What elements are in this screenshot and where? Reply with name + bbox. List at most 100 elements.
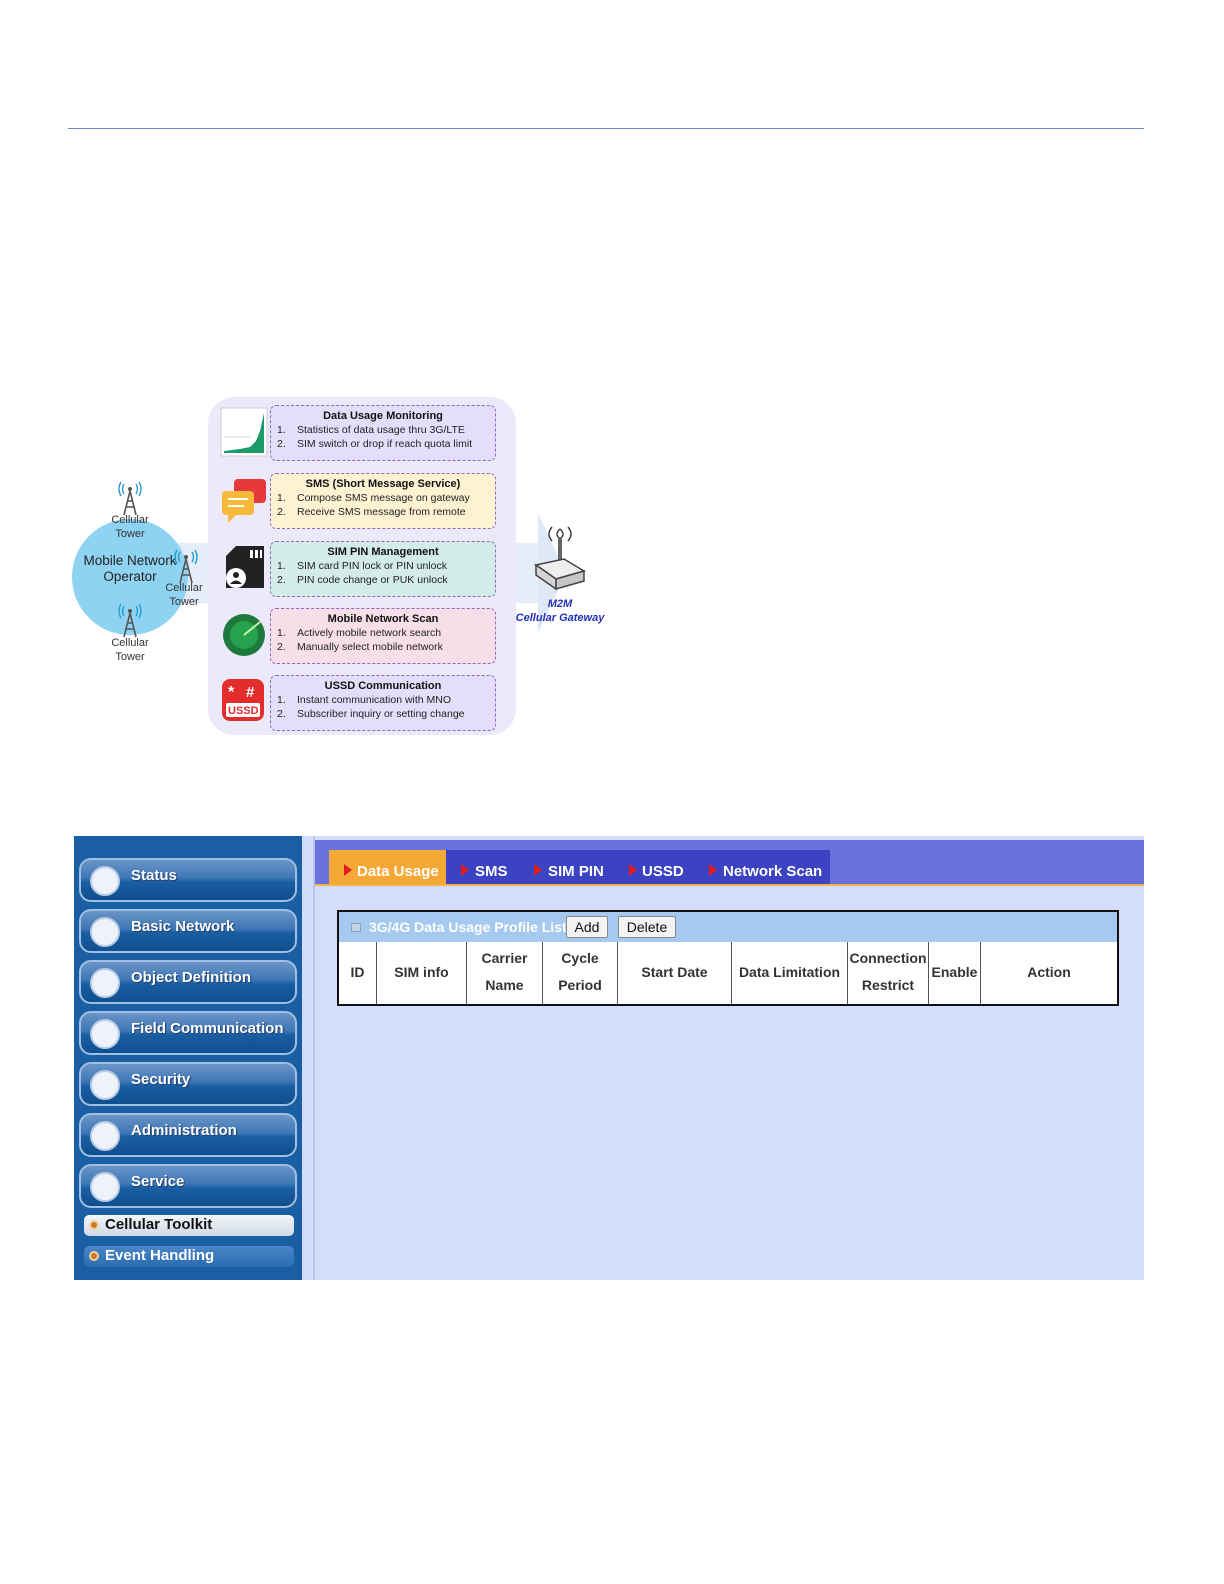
data-usage-profile-table: 3G/4G Data Usage Profile List Add Delete… <box>337 910 1119 1006</box>
sidebar-item-status[interactable]: Status <box>79 858 297 902</box>
sidebar-item-label: Security <box>131 1071 191 1088</box>
column-header-action: Action <box>981 942 1117 1004</box>
collapse-toggle-icon[interactable] <box>351 923 361 932</box>
operator-label-line2: Operator <box>103 569 157 584</box>
sidebar-item-service[interactable]: Service <box>79 1164 297 1208</box>
feature-network-scan: Mobile Network Scan 1.Actively mobile ne… <box>270 608 496 664</box>
object-icon <box>90 968 120 998</box>
sidebar-item-security[interactable]: Security <box>79 1062 297 1106</box>
tab-arrow-icon <box>629 864 637 876</box>
tower-label-bottom: Cellular Tower <box>100 636 160 664</box>
sidebar-item-label: Basic Network <box>131 918 235 935</box>
sidebar-subitem-cellular-toolkit[interactable]: Cellular Toolkit <box>84 1215 294 1236</box>
tab-network-scan[interactable]: Network Scan <box>693 850 830 884</box>
tab-arrow-icon <box>344 864 352 876</box>
admin-user-icon <box>90 1121 120 1151</box>
feature-item: 1. Statistics of data usage thru 3G/LTE <box>271 423 495 437</box>
cell-tower-icon <box>118 481 142 516</box>
feature-item: 1.Compose SMS message on gateway <box>271 491 495 505</box>
column-label: Start Date <box>641 964 708 980</box>
add-button[interactable]: Add <box>566 916 608 938</box>
tab-label: USSD <box>642 863 684 880</box>
gateway-label: M2M Cellular Gateway <box>500 597 620 625</box>
column-label: Connection <box>849 950 927 966</box>
cellular-toolkit-diagram: Mobile Network Operator Cellular Tower C… <box>60 385 620 745</box>
sidebar-subitem-event-handling[interactable]: Event Handling <box>84 1246 294 1267</box>
gateway-router-icon <box>534 526 586 591</box>
tab-sim-pin[interactable]: SIM PIN <box>518 850 614 884</box>
tower-label-top: Cellular Tower <box>100 513 160 541</box>
tower-label-bottom-line1: Cellular <box>111 637 149 649</box>
sidebar-item-basic-network[interactable]: Basic Network <box>79 909 297 953</box>
svg-text:#: # <box>246 684 255 701</box>
tower-label-right-line1: Cellular <box>165 582 203 594</box>
bullet-icon <box>89 1251 99 1261</box>
sidebar-subitem-label: Cellular Toolkit <box>105 1216 213 1233</box>
sidebar-item-label: Field Communication <box>131 1020 284 1037</box>
table-header-bar: 3G/4G Data Usage Profile List Add Delete <box>339 912 1117 942</box>
gateway-label-line2: Cellular Gateway <box>515 612 605 624</box>
tab-ussd[interactable]: USSD <box>614 850 693 884</box>
ussd-icon: * # USSD <box>222 679 264 721</box>
sidebar-item-administration[interactable]: Administration <box>79 1113 297 1157</box>
feature-data-usage: Data Usage Monitoring 1. Statistics of da… <box>270 405 496 461</box>
item-text: Receive SMS message from remote <box>297 506 466 518</box>
feature-item: 2. Manually select mobile network <box>271 640 495 654</box>
sim-card-icon <box>226 546 264 588</box>
sidebar-item-field-communication[interactable]: Field Communication <box>79 1011 297 1055</box>
feature-title: Mobile Network Scan <box>327 613 439 625</box>
tab-arrow-icon <box>534 864 542 876</box>
sms-chat-icon <box>222 479 266 523</box>
column-header-cycle-period: Cycle Period <box>543 942 618 1004</box>
operator-label-line1: Mobile Network <box>83 553 177 568</box>
column-header-enable: Enable <box>929 942 981 1004</box>
delete-button[interactable]: Delete <box>618 916 676 938</box>
tab-bar: Data Usage SMS SIM PIN USSD Network Scan <box>315 840 1144 884</box>
column-label: Carrier <box>481 950 528 966</box>
sidebar: Status Basic Network Object Definition F… <box>74 836 302 1280</box>
item-text: Statistics of data usage thru 3G/LTE <box>297 424 465 436</box>
item-number: 1. <box>277 560 286 572</box>
sidebar-item-object-definition[interactable]: Object Definition <box>79 960 297 1004</box>
item-text: Manually select mobile network <box>297 641 443 653</box>
feature-item: 2. SIM switch or drop if reach quota limi… <box>271 437 495 451</box>
item-number: 2. <box>277 438 286 450</box>
globe-icon <box>90 917 120 947</box>
feature-title: SIM PIN Management <box>327 546 439 558</box>
item-text: SIM switch or drop if reach quota limit <box>297 438 473 450</box>
item-number: 2. <box>277 641 286 653</box>
sidebar-item-label: Administration <box>131 1122 237 1139</box>
item-number: 1. <box>277 627 286 639</box>
shield-icon <box>90 1070 120 1100</box>
tower-label-top-line1: Cellular <box>111 514 149 526</box>
table-title: 3G/4G Data Usage Profile List <box>369 919 567 935</box>
feature-item: 1.Instant communication with MNO <box>271 693 495 707</box>
tab-arrow-icon <box>709 864 717 876</box>
item-number: 2. <box>277 708 286 720</box>
item-text: Subscriber inquiry or setting change <box>297 708 465 720</box>
tab-underline <box>315 884 1144 886</box>
gateway-label-line1: M2M <box>547 598 573 610</box>
radar-scan-icon <box>223 614 265 656</box>
column-label: Period <box>558 977 602 993</box>
item-text: SIM card PIN lock or PIN unlock <box>297 560 447 572</box>
status-chart-icon <box>90 866 120 896</box>
item-text: PIN code change or PUK unlock <box>297 574 448 586</box>
feature-item: 2. PIN code change or PUK unlock <box>271 573 495 587</box>
data-usage-chart-icon <box>220 407 268 457</box>
item-number: 1. <box>277 424 286 436</box>
feature-item: 1.Actively mobile network search <box>271 626 495 640</box>
tab-data-usage[interactable]: Data Usage <box>329 850 446 884</box>
sidebar-item-label: Status <box>131 867 177 884</box>
tower-label-top-line2: Tower <box>115 528 145 540</box>
bullet-icon <box>89 1220 99 1230</box>
tab-sms[interactable]: SMS <box>446 850 518 884</box>
feature-title: USSD Communication <box>324 680 442 692</box>
item-number: 2. <box>277 574 286 586</box>
column-label: Enable <box>931 964 978 980</box>
tower-label-right-line2: Tower <box>169 596 199 608</box>
column-label: ID <box>350 964 365 980</box>
column-label: SIM info <box>394 964 449 980</box>
column-label: Action <box>1027 964 1071 980</box>
feature-title: Data Usage Monitoring <box>323 410 443 422</box>
